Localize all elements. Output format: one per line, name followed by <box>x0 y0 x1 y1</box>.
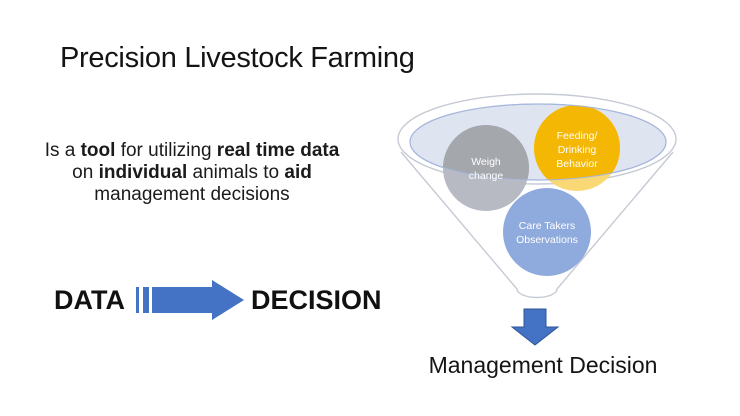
weigh-change-label: Weigh change <box>469 156 504 182</box>
intro-segment: management decisions <box>94 184 290 205</box>
intro-segment-bold: aid <box>284 162 312 183</box>
care-takers-label: Care Takers Observations <box>516 220 578 246</box>
decision-label: DECISION <box>251 285 382 315</box>
feeding-drinking-label-line: Drinking <box>558 144 597 156</box>
intro-segment: on <box>72 162 99 183</box>
care-takers-circle <box>503 188 591 276</box>
intro-line-1: Is a tool for utilizing real time data <box>12 140 372 162</box>
feeding-drinking-circle-top <box>534 105 620 180</box>
intro-segment: Is a <box>44 140 81 161</box>
weigh-change-label-line: change <box>469 170 504 182</box>
feeding-drinking-label-line: Behavior <box>556 158 598 170</box>
funnel-cone-outline <box>400 151 674 299</box>
intro-text: Is a tool for utilizing real time data o… <box>12 140 372 206</box>
feeding-drinking-label-line: Feeding/ <box>557 130 598 142</box>
down-arrow-icon <box>510 308 560 346</box>
slide-title: Precision Livestock Farming <box>60 42 415 74</box>
weigh-change-circle-top <box>443 125 529 180</box>
intro-line-2: on individual animals to aid <box>12 162 372 184</box>
intro-segment: animals to <box>187 162 285 183</box>
care-takers-label-line: Care Takers <box>519 220 575 232</box>
care-takers-label-line: Observations <box>516 234 578 246</box>
intro-segment-bold: individual <box>98 162 188 183</box>
data-label: DATA <box>54 285 125 315</box>
intro-line-3: management decisions <box>12 184 372 206</box>
weigh-change-label-line: Weigh <box>471 156 501 168</box>
funnel-caption: Management Decision <box>428 352 658 378</box>
intro-segment: for utilizing <box>115 140 217 161</box>
feeding-drinking-label: Feeding/ Drinking Behavior <box>556 130 598 170</box>
funnel-bowl-rim-line <box>409 103 667 181</box>
arrow-body <box>152 280 244 320</box>
funnel-diagram: Weigh change Feeding/ Drinking Behavior … <box>397 93 677 346</box>
striped-right-arrow-icon <box>136 280 244 320</box>
funnel-rim-outline <box>397 93 677 185</box>
intro-segment-bold: real time data <box>216 140 340 161</box>
intro-segment-bold: tool <box>80 140 116 161</box>
arrow-stripe-thin <box>136 287 139 313</box>
arrow-stripe-thick <box>143 287 149 313</box>
